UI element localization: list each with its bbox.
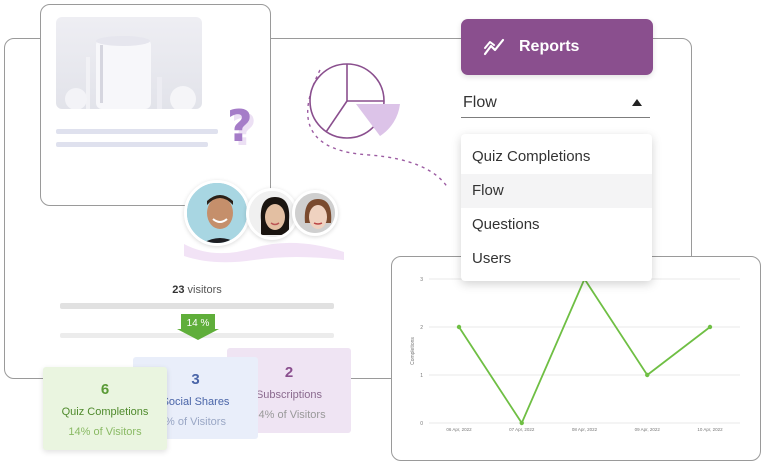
dropdown-option-questions[interactable]: Questions bbox=[472, 216, 540, 233]
line-chart-icon bbox=[483, 38, 505, 56]
report-type-select[interactable]: Flow bbox=[461, 88, 650, 118]
x-tick-label: 09 Apr, 2022 bbox=[635, 427, 661, 432]
percent-arrow: 14 % bbox=[177, 314, 219, 340]
quiz-preview-card: ? bbox=[40, 4, 271, 206]
avatar bbox=[246, 188, 298, 240]
visitors-number: 23 bbox=[172, 284, 185, 296]
x-tick-label: 10 Apr, 2022 bbox=[697, 427, 723, 432]
report-type-dropdown: Quiz Completions Flow Questions Users bbox=[461, 134, 652, 281]
y-tick-label: 3 bbox=[420, 277, 423, 283]
avatar bbox=[184, 180, 250, 246]
data-point bbox=[645, 372, 650, 378]
stat-label: Subscriptions bbox=[255, 389, 323, 401]
avatar bbox=[292, 190, 338, 236]
stat-subtext: 14% of Visitors bbox=[252, 409, 326, 421]
x-tick-label: 06 Apr, 2022 bbox=[446, 427, 472, 432]
stat-subtext: % of Visitors bbox=[165, 416, 226, 428]
avatar-wave-decoration bbox=[184, 242, 344, 263]
stat-label: Social Shares bbox=[161, 396, 230, 408]
y-axis-label: Completions bbox=[410, 337, 416, 365]
report-type-select-value: Flow bbox=[463, 93, 497, 111]
y-tick-label: 0 bbox=[420, 421, 423, 427]
reports-button[interactable]: Reports bbox=[461, 19, 653, 75]
question-mark-icon: ? bbox=[227, 101, 253, 152]
caret-up-icon bbox=[632, 99, 642, 106]
funnel-bar bbox=[60, 303, 334, 309]
stat-value: 3 bbox=[191, 371, 200, 388]
visitors-count: 23 visitors bbox=[60, 284, 334, 300]
x-tick-label: 07 Apr, 2022 bbox=[509, 427, 535, 432]
dropdown-option-quiz-completions[interactable]: Quiz Completions bbox=[472, 148, 591, 165]
visitor-funnel: 23 visitors 14 % bbox=[60, 284, 334, 340]
stat-value: 2 bbox=[284, 364, 294, 381]
reports-button-label: Reports bbox=[519, 38, 580, 55]
dropdown-option-flow[interactable]: Flow bbox=[461, 174, 652, 208]
completions-chart-card: 0 1 2 3 06 Apr, 2022 07 Apr, 2022 08 Apr, 2022… bbox=[391, 256, 761, 461]
stat-label: Quiz Completions bbox=[61, 406, 149, 418]
data-point bbox=[707, 324, 713, 330]
visitors-label: visitors bbox=[187, 284, 222, 296]
stat-card-quiz-completions: 6 Quiz Completions 14% of Visitors bbox=[43, 367, 167, 450]
quiz-cover-image bbox=[56, 17, 202, 109]
dashed-connector bbox=[306, 69, 449, 189]
x-tick-label: 08 Apr, 2022 bbox=[572, 427, 598, 432]
stat-subtext: 14% of Visitors bbox=[68, 426, 142, 438]
percent-label: 14 % bbox=[187, 318, 210, 329]
y-tick-label: 1 bbox=[420, 373, 423, 379]
y-tick-label: 2 bbox=[420, 325, 423, 331]
dropdown-option-users[interactable]: Users bbox=[472, 250, 512, 267]
user-avatars bbox=[184, 180, 344, 263]
series-line bbox=[458, 278, 711, 424]
data-point bbox=[519, 420, 524, 426]
data-point bbox=[456, 324, 462, 330]
completions-line-chart: 0 1 2 3 06 Apr, 2022 07 Apr, 2022 08 Apr, 2022… bbox=[410, 276, 740, 432]
pie-chart-icon bbox=[309, 63, 400, 139]
stat-value: 6 bbox=[100, 381, 110, 398]
